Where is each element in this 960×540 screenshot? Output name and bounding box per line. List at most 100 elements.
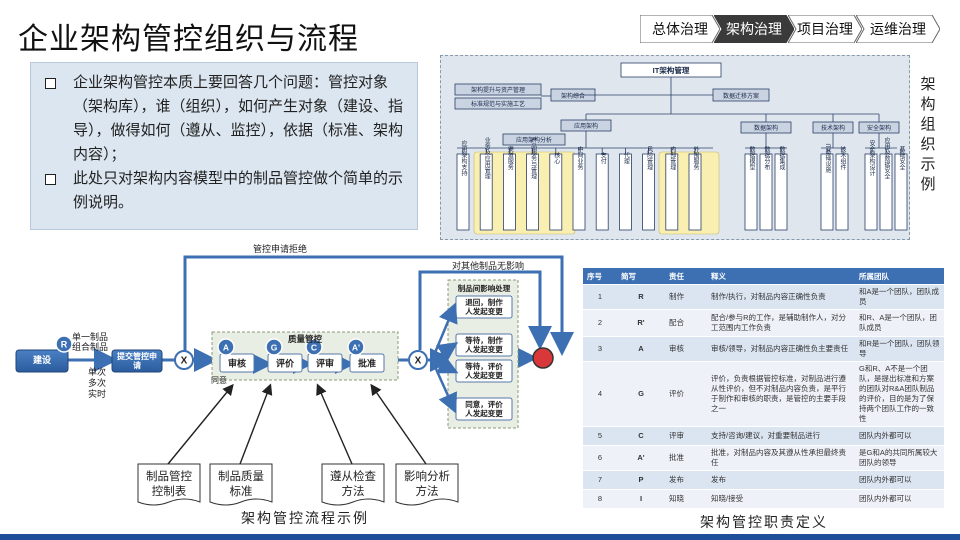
col-header: 所属团队 [855, 268, 944, 285]
table-cell: 配合/参与R的工作，是辅助制作人，对分工范围内工作负责 [707, 309, 855, 337]
org-leaf-box [595, 153, 609, 231]
realtime-label: 实时 [88, 388, 106, 399]
org-leaf-text: 风险管理 [646, 146, 653, 170]
table-cell: C [617, 426, 665, 446]
org-root-text: IT架构管理 [653, 65, 690, 75]
agree-label: 同意 [211, 375, 227, 385]
impact-item-text: 等待，评价 [465, 361, 503, 371]
table-cell: A' [617, 445, 665, 471]
multi-label: 多次 [88, 377, 106, 388]
org-leaf-text: 产品服务与管理 [530, 136, 537, 179]
table-cell: 1 [583, 284, 617, 310]
step-badge-icon [265, 338, 283, 356]
input-document-text: 制品管控 [146, 469, 192, 483]
col-header: 责任 [665, 268, 707, 285]
org-data-migration-text: 数据迁移方案 [723, 92, 759, 100]
note-item: 此处只对架构内容模型中的制品管控做个简单的示例说明。 [41, 167, 407, 215]
step-box-2[interactable] [307, 353, 343, 373]
org-leaf-text: 安全架构设计 [868, 139, 875, 177]
input-document-icon[interactable] [209, 463, 273, 506]
table-cell: 知晓 [665, 489, 707, 508]
org-side-a-text: 架构提升与资产管理 [471, 86, 525, 94]
table-cell: R' [617, 309, 665, 337]
org-leaf-text: 数据集成 [778, 145, 785, 171]
step-box-1[interactable] [267, 353, 303, 373]
reject-label: 管控申请拒绝 [253, 243, 307, 254]
bullet-square-icon [45, 78, 56, 89]
table-cell: 知晓/接受 [707, 489, 855, 508]
table-cell: G和R、A不是一个团队，是提出标准和方案的团队对R&A团队制品的评价，目的是为了… [855, 361, 944, 427]
input-document-text: 标准 [230, 485, 253, 498]
step-badge-icon [305, 338, 323, 356]
input-document-icon[interactable] [395, 463, 459, 506]
table-cell: 6 [583, 445, 617, 471]
table-cell: 制作/执行，对制品内容正确性负责 [707, 284, 855, 310]
table-cell: 制作 [665, 284, 707, 310]
org-app-arch-text: 应用架构 [574, 122, 598, 130]
org-leaf-text: 代理 [622, 151, 629, 164]
table-cell: 8 [583, 489, 617, 508]
per-label: 单次 [88, 366, 106, 377]
input-document-icon[interactable] [137, 463, 201, 506]
col-header: 释义 [707, 268, 855, 285]
org-leaf-text: 核心 [553, 151, 560, 164]
single-artifact-label: 单一制品 [72, 331, 108, 342]
table-caption: 架构管控职责定义 [700, 516, 828, 531]
step-box-0[interactable] [219, 353, 255, 373]
table-cell: 7 [583, 470, 617, 490]
col-header: 序号 [583, 268, 617, 285]
step-label: 评价 [276, 358, 295, 369]
table-cell: G [617, 361, 665, 427]
step-badge-text: A [223, 343, 229, 353]
table-cell: 2 [583, 309, 617, 337]
table-cell: 5 [583, 426, 617, 446]
table-cell: 支持/咨询/建议，对重要制品进行 [707, 426, 855, 446]
impact-item-text: 等待，制作 [465, 335, 503, 345]
table-cell: 团队内外都可以 [855, 426, 944, 446]
org-leaf-text: 内部管理 [669, 145, 676, 170]
org-leaf-text: 数据模型 [748, 145, 755, 170]
submit-label-line1: 提交管控申 [117, 351, 157, 361]
nav-step-overall[interactable]: 总体治理 [640, 15, 720, 43]
table-cell: 和R是一个团队，团队领导 [855, 336, 944, 362]
table-cell: 评审 [665, 426, 707, 446]
step-label: 评审 [316, 358, 334, 369]
build-box[interactable] [15, 349, 69, 373]
bottom-bar [0, 534, 960, 540]
step-badge-icon [347, 338, 365, 356]
step-label: 审核 [228, 358, 246, 369]
combo-artifact-label: 组合制品 [72, 341, 108, 352]
nav-step-operations[interactable]: 运维治理 [856, 15, 940, 43]
org-leaf-text: 应用架构支持 [460, 139, 467, 177]
submit-box[interactable] [111, 349, 163, 373]
step-box-3[interactable] [349, 353, 385, 373]
org-leaf-box [549, 153, 563, 231]
table-cell: 和A是一个团队，团队成员 [855, 284, 944, 310]
org-app-analysis [502, 133, 566, 146]
nav-step-architecture[interactable]: 架构治理 [714, 15, 794, 43]
table-cell: 是G和A的共同所属较大团队的领导 [855, 445, 944, 471]
impact-item-text: 人发起变更 [465, 370, 503, 380]
nav-step-project[interactable]: 项目治理 [788, 15, 862, 43]
org-leaf-box [618, 153, 632, 231]
org-leaf-text: IT基础设施 [824, 143, 831, 174]
input-document-text: 遵从检查 [330, 469, 376, 483]
note-item: 企业架构管控本质上要回答几个问题：管控对象（架构库），谁（组织），如何产生对象（… [41, 71, 407, 167]
impact-item-text: 人发起变更 [465, 306, 503, 316]
table-cell: 和R、A是一个团队，团队成员 [855, 309, 944, 337]
r-badge-text: R [61, 340, 68, 350]
table-cell: R [617, 284, 665, 310]
table-cell: P [617, 470, 665, 490]
table-header-row: 序号 简写 责任 释义 所属团队 [583, 268, 944, 285]
table-cell: 团队内外都可以 [855, 470, 944, 490]
input-document-icon[interactable] [321, 463, 385, 506]
input-document-text: 制品质量 [218, 470, 264, 483]
table-cell: 3 [583, 336, 617, 362]
notes-box: 企业架构管控本质上要回答几个问题：管控对象（架构库），谁（组织），如何产生对象（… [30, 62, 418, 230]
